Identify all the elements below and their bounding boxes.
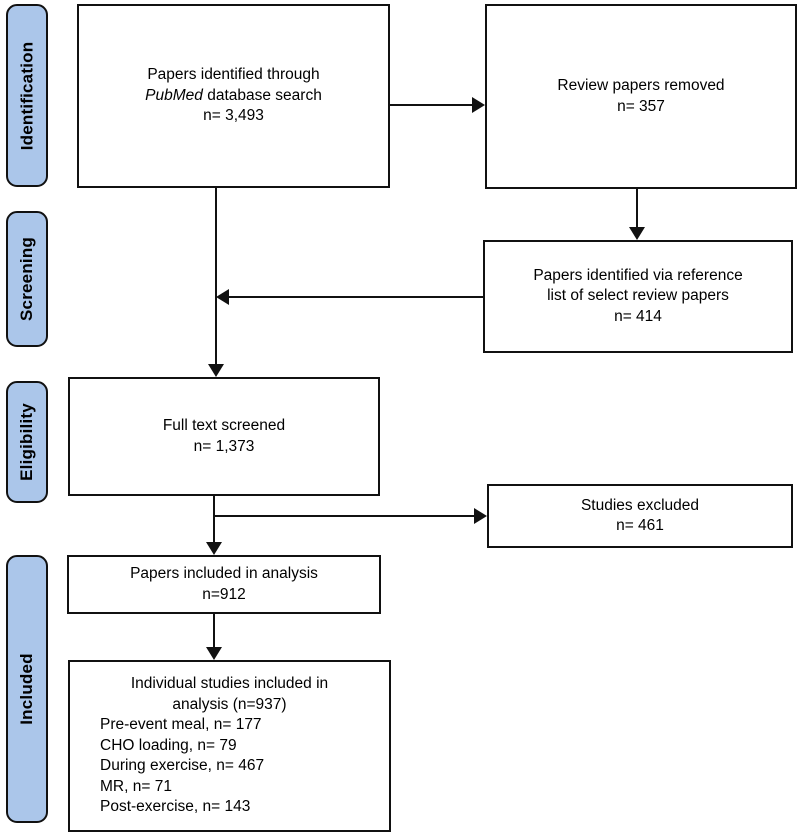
box-reference-list-count: n= 414 bbox=[614, 307, 662, 325]
arrowhead-reviews-to-reference bbox=[629, 227, 645, 240]
arrowhead-identified-to-reviews bbox=[472, 97, 485, 113]
connector-reviews-to-reference-line bbox=[636, 189, 638, 228]
box-individual-item-post-exercise: Post-exercise, n= 143 bbox=[100, 798, 251, 816]
stage-screening-label: Screening bbox=[17, 237, 36, 321]
arrowhead-identified-to-fulltext bbox=[208, 364, 224, 377]
connector-identified-to-reviews-line bbox=[390, 104, 473, 106]
box-papers-identified-line2-rest: database search bbox=[202, 86, 322, 104]
box-papers-included: Papers included in analysis n=912 bbox=[67, 555, 381, 614]
connector-reference-to-trunk-line bbox=[229, 296, 483, 298]
box-individual-studies-title1: Individual studies included in bbox=[130, 675, 329, 693]
box-reference-list-line2: list of select review papers bbox=[547, 287, 729, 305]
connector-included-to-individual-line bbox=[213, 614, 215, 648]
pubmed-italic: PubMed bbox=[145, 86, 203, 104]
box-individual-item-cho-loading: CHO loading, n= 79 bbox=[100, 736, 237, 754]
arrowhead-included-to-individual bbox=[206, 647, 222, 660]
box-reference-list: Papers identified via reference list of … bbox=[483, 240, 793, 353]
box-papers-identified-count: n= 3,493 bbox=[203, 107, 264, 125]
box-individual-studies: Individual studies included in analysis … bbox=[68, 660, 391, 832]
box-reviews-removed-line1: Review papers removed bbox=[557, 77, 725, 94]
stage-included: Included bbox=[6, 555, 48, 823]
connector-branch-to-excluded-line bbox=[214, 515, 474, 517]
box-studies-excluded-count: n= 461 bbox=[616, 517, 664, 534]
box-papers-included-line1: Papers included in analysis bbox=[130, 565, 318, 582]
box-reviews-removed-count: n= 357 bbox=[617, 97, 665, 115]
box-individual-studies-title2: analysis (n=937) bbox=[172, 695, 287, 713]
stage-screening: Screening bbox=[6, 211, 48, 347]
box-papers-included-count: n=912 bbox=[202, 585, 246, 603]
box-studies-excluded-line1: Studies excluded bbox=[580, 496, 700, 514]
box-individual-item-mr: MR, n= 71 bbox=[100, 777, 172, 795]
stage-identification-label: Identification bbox=[17, 41, 37, 150]
arrowhead-branch-to-excluded bbox=[474, 508, 487, 524]
stage-eligibility: Eligibility bbox=[6, 381, 48, 503]
box-papers-identified-line2: PubMed database search bbox=[145, 86, 322, 107]
box-full-text-screened-count: n= 1,373 bbox=[193, 437, 255, 455]
connector-identified-to-fulltext-line bbox=[215, 188, 217, 365]
box-full-text-screened-line1: Full text screened bbox=[162, 417, 286, 434]
stage-included-label: Included bbox=[17, 653, 36, 725]
arrowhead-fulltext-to-included bbox=[206, 542, 222, 555]
stage-eligibility-label: Eligibility bbox=[17, 403, 37, 481]
box-papers-identified-line1: Papers identified through bbox=[147, 66, 320, 84]
arrowhead-reference-to-trunk bbox=[216, 289, 229, 305]
box-papers-identified: Papers identified through PubMed databas… bbox=[77, 4, 390, 188]
box-studies-excluded: Studies excluded n= 461 bbox=[487, 484, 793, 548]
box-individual-item-pre-event: Pre-event meal, n= 177 bbox=[100, 716, 262, 734]
connector-fulltext-to-included-line bbox=[213, 496, 215, 543]
box-reference-list-line1: Papers identified via reference bbox=[533, 266, 743, 284]
box-individual-item-during-exercise: During exercise, n= 467 bbox=[100, 757, 265, 775]
box-reviews-removed: Review papers removed n= 357 bbox=[485, 4, 797, 189]
box-full-text-screened: Full text screened n= 1,373 bbox=[68, 377, 380, 496]
stage-identification: Identification bbox=[6, 4, 48, 187]
